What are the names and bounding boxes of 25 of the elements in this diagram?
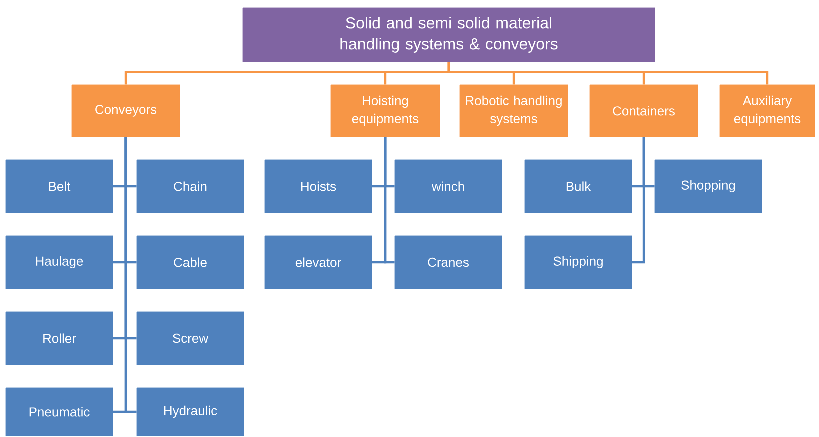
category-box: Containers (590, 84, 698, 138)
item-box: winch (394, 160, 502, 214)
item-box: Roller (6, 312, 114, 366)
connector-line (448, 62, 769, 85)
connector-line (632, 137, 646, 264)
item-box: Shopping (654, 160, 762, 214)
title-box: Solid and semi solid material handling systems & conveyors (242, 8, 656, 62)
category-box: Hoisting equipments (330, 84, 440, 138)
item-box: elevator (264, 236, 372, 290)
item-box: Cranes (394, 236, 502, 290)
item-box: Pneumatic (6, 388, 114, 436)
item-box: Hoists (264, 160, 372, 214)
item-box: Cable (136, 236, 244, 290)
category-box: Auxiliary equipments (720, 84, 816, 138)
connector-line (384, 137, 395, 264)
item-box: Bulk (524, 160, 632, 214)
item-box: Hydraulic (136, 388, 244, 436)
item-box: Screw (136, 312, 244, 366)
category-box: Robotic handling systems (460, 84, 568, 138)
item-box: Haulage (6, 236, 114, 290)
item-box: Belt (6, 160, 114, 214)
connector-line (124, 137, 137, 414)
item-box: Chain (136, 160, 244, 214)
category-box: Conveyors (72, 84, 180, 138)
item-box: Shipping (524, 236, 632, 290)
